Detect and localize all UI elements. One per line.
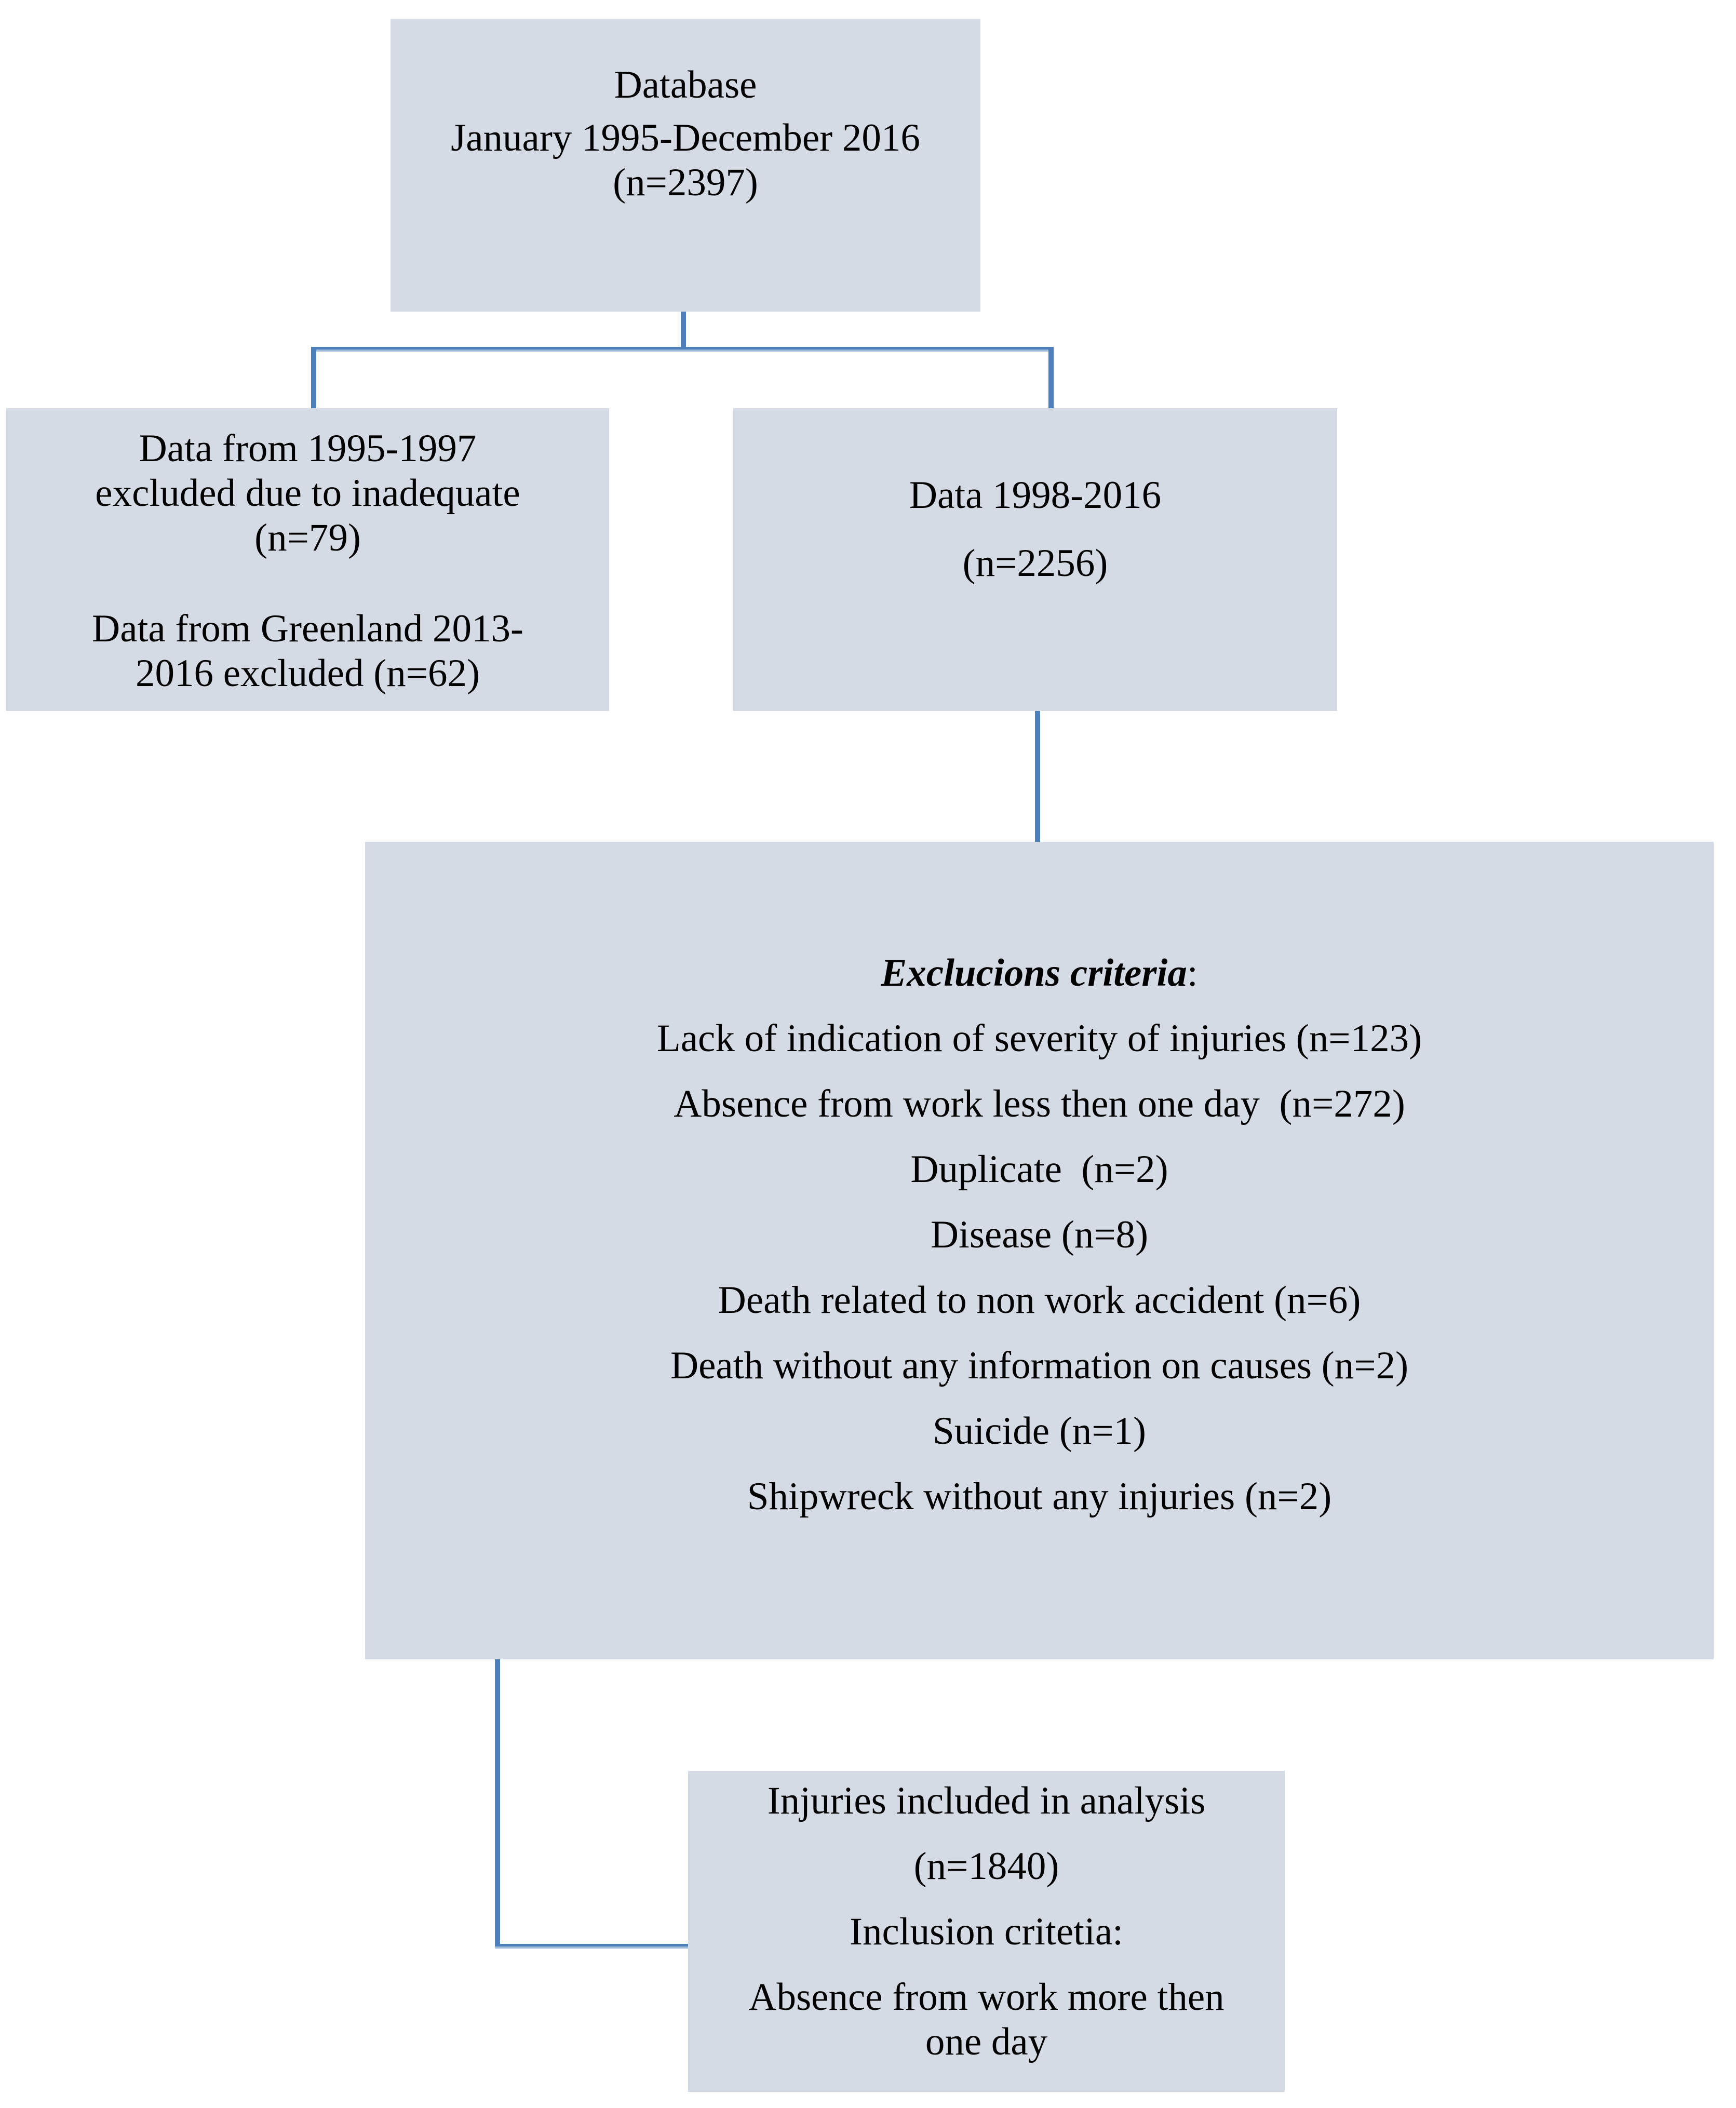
exclusion-item: Suicide (n=1) [933,1409,1146,1453]
included-paragraph: Inclusion critetia: [688,1910,1285,1954]
inclusion-criteria-title: Inclusion critetia: [850,1910,1123,1953]
exclusion-item: Shipwreck without any injuries (n=2) [747,1475,1332,1518]
excluded-line: Data from Greenland 2013- [92,607,523,650]
connector-branch-horizontal [311,347,1054,352]
retained-n-line: (n=2256) [962,542,1108,585]
exclusion-item: Death related to non work accident (n=6) [718,1279,1361,1322]
box-exclusion-criteria: Exclucions criteria: Lack of indication … [365,842,1714,1659]
exclusion-item: Absence from work less then one day (n=2… [674,1082,1405,1125]
connector-database-stub [681,312,686,347]
box-database: Database January 1995-December 2016 (n=2… [391,19,980,312]
included-paragraph: Injuries included in analysis [688,1779,1285,1823]
exclusion-criteria-title: Exclucions criteria: [365,951,1714,996]
connector-elbow-horizontal [495,1944,688,1949]
included-paragraph: (n=1840) [688,1844,1285,1889]
retained-period-line: Data 1998-2016 [909,474,1162,517]
connector-drop-left [311,347,316,408]
exclusion-item: Death without any information on causes … [670,1344,1409,1387]
box-retained-data: Data 1998-2016 (n=2256) [733,408,1337,711]
included-paragraph: Absence from work more then one day [688,1975,1285,2064]
excluded-line: (n=79) [254,516,361,559]
excluded-line: excluded due to inadequate [95,472,520,515]
database-period-line: January 1995-December 2016 [451,116,920,159]
inclusion-criteria-line: one day [925,2020,1048,2063]
box-excluded-data: Data from 1995-1997 excluded due to inad… [6,408,609,711]
exclusion-item: Lack of indication of severity of injuri… [656,1017,1422,1060]
database-title-line: Database [614,63,757,106]
exclusion-criteria-title-text: Exclucions criteria [881,951,1187,995]
connector-drop-right [1048,347,1054,408]
exclusion-criteria-title-colon: : [1187,951,1198,995]
inclusion-criteria-line: Absence from work more then [748,1976,1224,2019]
excluded-line: 2016 excluded (n=62) [136,652,480,695]
connector-exclusions-drop [495,1659,500,1949]
connector-retained-to-exclusions [1035,711,1040,842]
exclusion-item: Duplicate (n=2) [910,1148,1168,1191]
excluded-line: Data from 1995-1997 [139,427,477,470]
included-line: Injuries included in analysis [767,1779,1206,1822]
included-n-line: (n=1840) [913,1845,1059,1888]
exclusion-item: Disease (n=8) [930,1213,1149,1256]
box-included-analysis: Injuries included in analysis (n=1840) I… [688,1771,1285,2092]
database-n-line: (n=2397) [613,161,758,204]
